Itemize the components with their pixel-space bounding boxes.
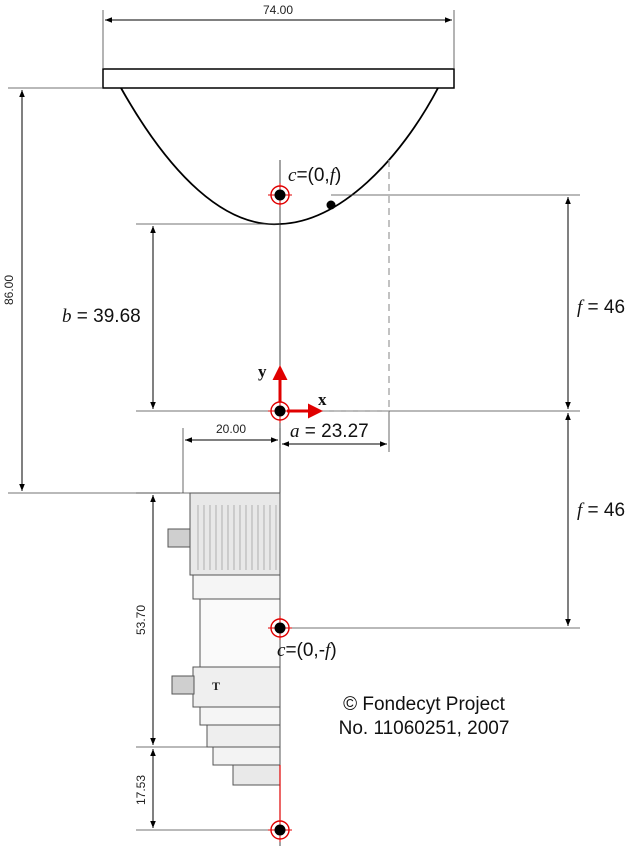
- b-parameter-label: b = 39.68: [62, 306, 141, 327]
- f-parameter-label-top: f = 46: [577, 297, 625, 318]
- focus-label-top: c=(0,f): [288, 165, 341, 186]
- focus-marker-top: [268, 183, 292, 207]
- lens-knurling: [197, 505, 277, 570]
- dimension-arrows: [19, 17, 571, 828]
- focus-label-bottom: c=(0,-f): [277, 640, 337, 661]
- lens-center-marker: [268, 818, 292, 842]
- y-axis-label: y: [258, 362, 267, 381]
- x-axis-label: x: [318, 390, 327, 409]
- mirror: [102, 68, 455, 225]
- focus-marker-bottom: [268, 616, 292, 640]
- credit-line-2: No. 11060251, 2007: [339, 718, 510, 739]
- svg-text:T: T: [212, 679, 220, 693]
- dim-lens-lower: 17.53: [134, 775, 148, 805]
- lens-set-screw-top: [167, 528, 191, 548]
- camera-lens: T: [167, 492, 281, 786]
- lens-focus-ring: [189, 492, 281, 576]
- mirror-base-plate: [102, 68, 455, 89]
- f-parameter-label-bottom: f = 46: [577, 500, 625, 521]
- dim-total-height: 86.00: [2, 275, 16, 305]
- dim-lens-upper: 53.70: [134, 605, 148, 635]
- mirror-edge-point: [326, 200, 336, 210]
- dim-offset-x: 20.00: [216, 422, 246, 436]
- dim-mirror-width: 74.00: [263, 3, 293, 17]
- coordinate-axes: x y: [258, 362, 327, 419]
- lens-set-screw-bottom: [171, 675, 195, 695]
- a-parameter-label: a = 23.27: [290, 421, 369, 442]
- credit-line-1: © Fondecyt Project: [343, 694, 506, 715]
